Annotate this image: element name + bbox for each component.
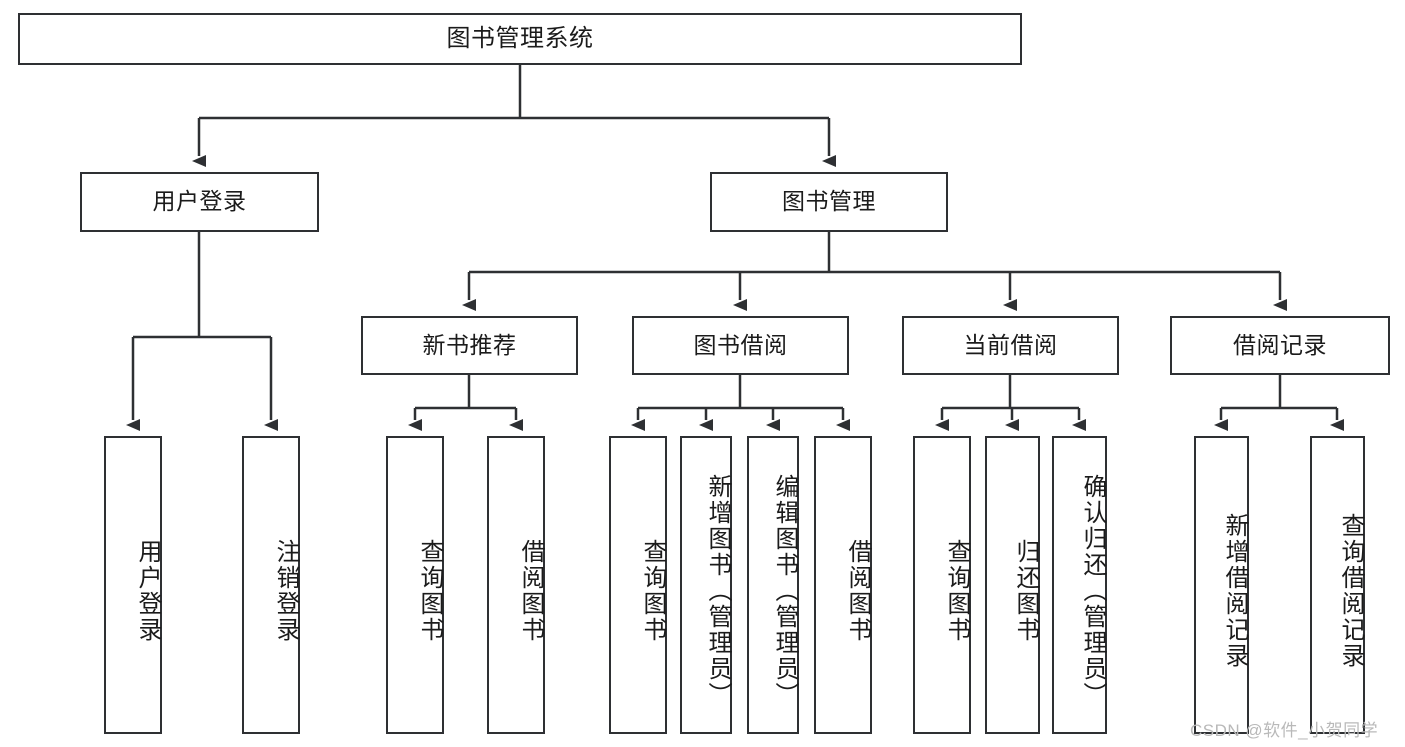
node-leaf-query-book-borrow-label: 查询图书 [639,539,666,643]
node-book-management-label: 图书管理 [782,188,876,215]
node-leaf-query-borrow-record-label: 查询借阅记录 [1337,513,1364,669]
node-leaf-return-book-label: 归还图书 [1012,539,1039,643]
node-book-borrow[interactable]: 图书借阅 [632,316,849,375]
node-leaf-add-book-admin-label: 新增图书（管理员） [704,474,731,708]
node-leaf-confirm-return-admin-label: 确认归还（管理员） [1079,474,1106,708]
node-root-label: 图书管理系统 [446,24,594,52]
node-leaf-borrow-book-label: 借阅图书 [844,539,871,643]
node-user-login[interactable]: 用户登录 [80,172,319,232]
watermark-label: CSDN @软件_小贺同学 [1190,721,1379,740]
node-new-book-recommend-label: 新书推荐 [422,331,517,358]
node-borrow-record[interactable]: 借阅记录 [1170,316,1390,375]
node-leaf-add-borrow-record[interactable]: 新增借阅记录 [1194,436,1249,734]
node-leaf-query-book-borrow[interactable]: 查询图书 [609,436,667,734]
node-borrow-record-label: 借阅记录 [1233,331,1327,358]
node-leaf-edit-book-admin[interactable]: 编辑图书（管理员） [747,436,799,734]
node-leaf-user-login[interactable]: 用户登录 [104,436,162,734]
node-leaf-query-book-current[interactable]: 查询图书 [913,436,971,734]
node-leaf-query-borrow-record[interactable]: 查询借阅记录 [1310,436,1365,734]
node-leaf-add-borrow-record-label: 新增借阅记录 [1221,513,1248,669]
node-root[interactable]: 图书管理系统 [18,13,1022,65]
node-leaf-user-logout[interactable]: 注销登录 [242,436,300,734]
node-leaf-user-logout-label: 注销登录 [272,539,299,643]
node-book-borrow-label: 图书借阅 [693,331,788,358]
node-current-borrow-label: 当前借阅 [963,331,1058,358]
node-new-book-recommend[interactable]: 新书推荐 [361,316,578,375]
node-leaf-query-book-recommend[interactable]: 查询图书 [386,436,444,734]
node-leaf-query-book-current-label: 查询图书 [943,539,970,643]
node-leaf-confirm-return-admin[interactable]: 确认归还（管理员） [1052,436,1107,734]
node-user-login-label: 用户登录 [152,188,247,215]
node-leaf-borrow-book-recommend[interactable]: 借阅图书 [487,436,545,734]
node-leaf-user-login-label: 用户登录 [134,539,161,643]
node-leaf-query-book-recommend-label: 查询图书 [416,539,443,643]
node-leaf-borrow-book-recommend-label: 借阅图书 [517,539,544,643]
node-current-borrow[interactable]: 当前借阅 [902,316,1119,375]
node-leaf-add-book-admin[interactable]: 新增图书（管理员） [680,436,732,734]
node-leaf-return-book[interactable]: 归还图书 [985,436,1040,734]
node-leaf-edit-book-admin-label: 编辑图书（管理员） [771,474,798,708]
node-leaf-borrow-book[interactable]: 借阅图书 [814,436,872,734]
node-book-management[interactable]: 图书管理 [710,172,948,232]
